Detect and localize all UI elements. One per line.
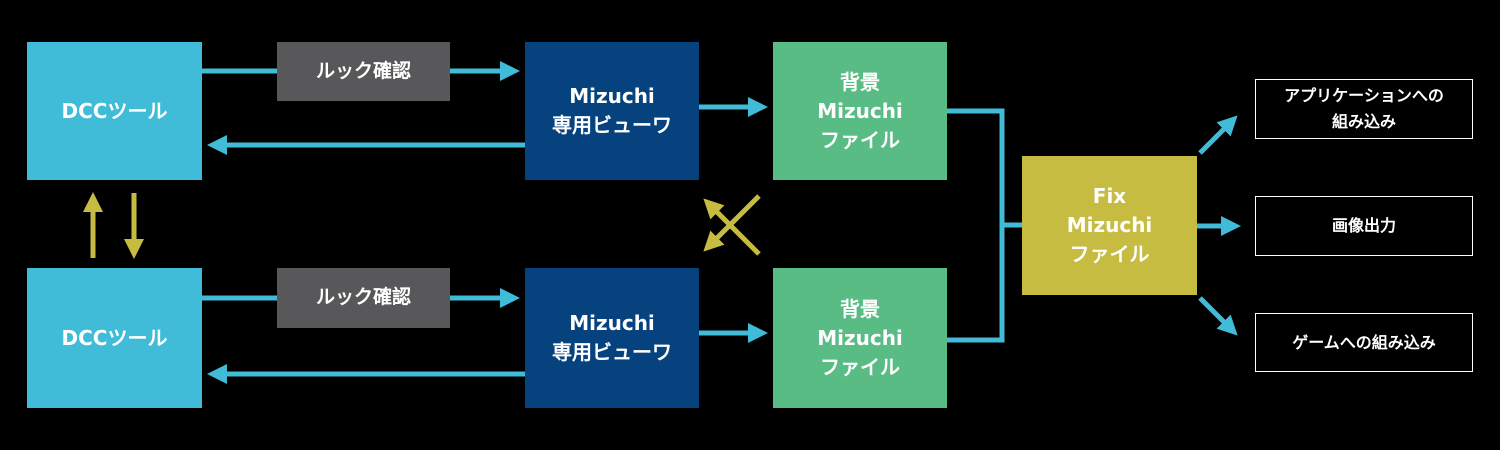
bg-mizuchi-file-box-top: 背景 Mizuchi ファイル <box>773 42 947 180</box>
viewer-label-line1: Mizuchi <box>569 84 655 108</box>
connector-bgfile-bottom-to-fix <box>947 225 1005 343</box>
viewer-label-line2: 専用ビューワ <box>552 113 672 137</box>
output-game-embed-box: ゲームへの組み込み <box>1255 313 1473 372</box>
fix-label-line1: Fix <box>1092 184 1127 208</box>
output-image-label: 画像出力 <box>1331 216 1396 236</box>
arrow-fix-to-app <box>1198 115 1238 155</box>
bgfile-label-line3: ファイル <box>820 127 900 152</box>
dcc-tool-label: DCCツール <box>61 325 168 350</box>
dcc-tool-label: DCCツール <box>61 98 168 123</box>
look-check-box-top: ルック確認 <box>277 42 450 101</box>
look-check-box-bottom: ルック確認 <box>277 268 450 328</box>
look-check-label: ルック確認 <box>315 59 411 82</box>
mizuchi-viewer-box-bottom: Mizuchi 専用ビューワ <box>525 268 699 408</box>
connector-bgfile-top-to-fix <box>947 108 1022 228</box>
arrow-cross-nw <box>703 198 761 256</box>
bg-mizuchi-file-box-bottom: 背景 Mizuchi ファイル <box>773 268 947 408</box>
output-app-line2: 組み込み <box>1331 112 1396 131</box>
output-game-label: ゲームへの組み込み <box>1292 332 1436 352</box>
output-app-line1: アプリケーションへの <box>1284 86 1444 106</box>
dcc-tool-box-top: DCCツール <box>27 42 202 180</box>
dcc-tool-box-bottom: DCCツール <box>27 268 202 408</box>
look-check-label: ルック確認 <box>315 286 411 309</box>
mizuchi-viewer-box-top: Mizuchi 専用ビューワ <box>525 42 699 180</box>
output-app-embed-box: アプリケーションへの 組み込み <box>1255 79 1473 139</box>
fix-label-line3: ファイル <box>1069 242 1150 266</box>
fix-label-line2: Mizuchi <box>1066 213 1153 237</box>
arrow-cross-sw <box>703 194 761 252</box>
viewer-label-line2: 専用ビューワ <box>552 340 672 364</box>
output-image-box: 画像出力 <box>1255 196 1473 256</box>
bgfile-label-line2: Mizuchi <box>817 98 903 123</box>
bgfile-label-line1: 背景 <box>840 296 880 321</box>
bgfile-label-line1: 背景 <box>840 69 880 94</box>
arrow-fix-to-game <box>1198 296 1238 336</box>
bgfile-label-line2: Mizuchi <box>817 325 903 350</box>
bgfile-label-line3: ファイル <box>820 354 900 379</box>
fix-mizuchi-file-box: Fix Mizuchi ファイル <box>1022 156 1197 295</box>
viewer-label-line1: Mizuchi <box>569 311 655 335</box>
